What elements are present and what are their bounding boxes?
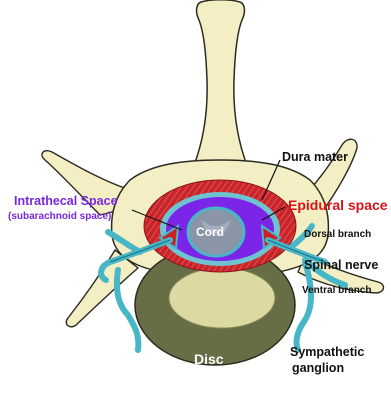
- label-epidural-space: Epidural space: [288, 198, 388, 212]
- label-sympathetic: Sympathetic: [290, 346, 364, 359]
- label-dorsal-branch: Dorsal branch: [304, 230, 371, 240]
- spinous-process: [193, 0, 248, 168]
- label-ganglion: ganglion: [292, 362, 344, 375]
- label-intrathecal-space: Intrathecal Space: [14, 195, 118, 208]
- disc-inner: [169, 268, 275, 328]
- label-spinal-nerve: Spinal nerve: [304, 259, 378, 272]
- label-cord: Cord: [196, 226, 224, 238]
- label-subarachnoid-space: (subarachnoid space): [8, 212, 111, 222]
- label-ventral-branch: Ventral branch: [302, 286, 371, 296]
- label-disc: Disc: [194, 352, 224, 366]
- label-dura-mater: Dura mater: [282, 151, 348, 164]
